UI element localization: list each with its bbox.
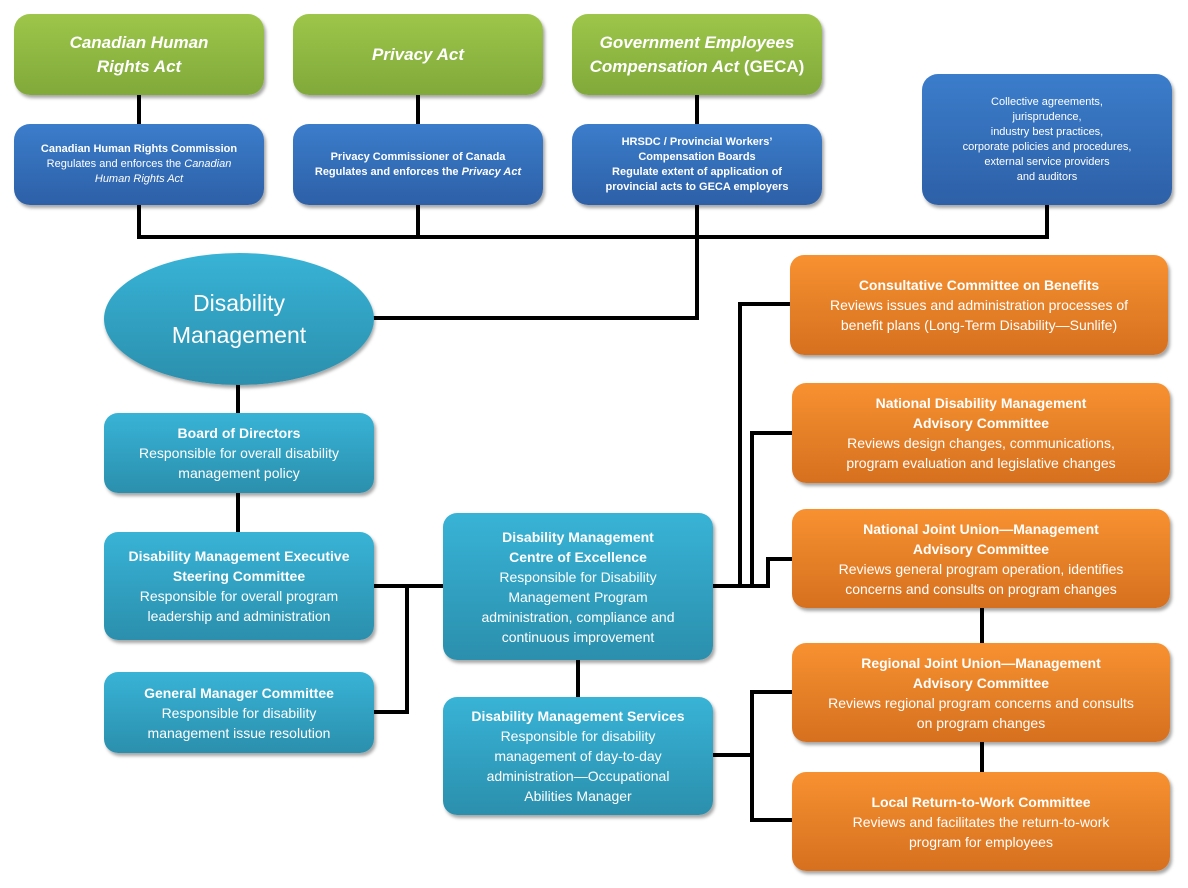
regulator-name: Canadian Human Rights Commission [40,143,238,155]
box-title: Advisory Committee [912,415,1050,431]
box-desc: benefit plans (Long-Term Disability—Sunl… [840,317,1118,333]
box-desc: leadership and administration [147,608,331,624]
box-desc: Responsible for overall program [139,588,339,604]
box-title: General Manager Committee [144,684,334,701]
committee-box-local-rtw: Local Return-to-Work Committee Reviews a… [792,772,1170,871]
regulator-box-chrc: Canadian Human Rights Commission Regulat… [14,124,264,205]
source-line: industry best practices, [990,125,1104,138]
connector-coe-njumac [750,557,794,588]
box-desc: administration, compliance and [481,608,675,625]
law-box-geca: Government Employees Compensation Act (G… [572,14,822,95]
law-title: Canadian Human Rights Act [69,32,209,76]
law-title-acronym: (GECA) [743,56,805,76]
box-title: Disability Management [502,528,654,545]
box-title: National Joint Union—Management [863,520,1099,537]
law-title-line: Government Employees [599,32,795,52]
box-desc: Responsible for Disability [499,568,657,585]
internal-box-board: Board of Directors Responsible for overa… [104,413,374,493]
regulator-desc-text: Regulates and enforces the [46,158,182,170]
box-desc: Reviews issues and administration proces… [829,297,1129,313]
regulator-box-pcc: Privacy Commissioner of Canada Regulates… [293,124,543,205]
regulator-desc-italic: Canadian [184,158,232,170]
box-desc: Responsible for disability [500,728,656,744]
box-title: Consultative Committee on Benefits [858,277,1100,293]
committee-box-benefits: Consultative Committee on Benefits Revie… [790,255,1168,355]
box-desc: Reviews regional program concerns and co… [828,694,1134,711]
box-desc: management issue resolution [147,724,331,741]
box-desc: Management Program [508,588,648,605]
regulator-desc-italic: Human Rights Act [94,173,184,185]
box-desc: program for employees [909,833,1053,850]
connector-regulator-bus [137,203,1049,239]
source-line: external service providers [984,155,1110,168]
box-title: Board of Directors [177,425,301,441]
box-desc: Reviews design changes, communications, [847,435,1115,451]
regulator-box-other-sources: Collective agreements, jurisprudence, in… [922,74,1172,205]
regulator-desc: Regulate extent of application of [612,165,782,178]
regulator-name: HRSDC / Provincial Workers’ [621,135,773,148]
box-title: Disability Management Executive [128,548,350,564]
regulator-desc: Regulates and enforces the Privacy Act [315,165,521,180]
box-desc: Responsible for disability [161,704,317,721]
box-desc: Reviews general program operation, ident… [838,560,1124,577]
law-box-privacy: Privacy Act [293,14,543,95]
source-line: Collective agreements, [991,95,1103,108]
connector-bus-to-center [372,203,699,320]
regulator-box-hrsdc: HRSDC / Provincial Workers’ Compensation… [572,124,822,205]
box-desc: management policy [178,465,300,481]
box-desc: management of day-to-day [494,748,662,764]
box-desc: continuous improvement [501,628,655,645]
box-desc: administration—Occupational [486,768,670,784]
law-box-chra: Canadian Human Rights Act [14,14,264,95]
regulator-desc-text: Regulates and enforces the [314,165,459,178]
committee-box-national-joint-union: National Joint Union—Management Advisory… [792,509,1170,608]
regulator-desc: provincial acts to GECA employers [605,180,789,193]
box-title: Steering Committee [172,568,306,584]
connector-gm-coe [372,584,409,714]
box-desc: Reviews and facilitates the return-to-wo… [852,813,1110,830]
internal-box-dm-services: Disability Management Services Responsib… [443,697,713,815]
source-line: jurisprudence, [1012,110,1082,123]
regulator-desc: Regulates and enforces the Canadian [47,157,232,172]
law-title: Government Employees Compensation Act (G… [590,31,805,79]
regulator-desc-italic: Privacy Act [461,165,522,178]
source-line: corporate policies and procedures, [962,140,1132,153]
hub-title-line: Management [171,322,307,348]
source-line: and auditors [1016,170,1078,183]
regulator-name: Privacy Commissioner of Canada [330,150,506,163]
box-title: Regional Joint Union—Management [861,654,1101,671]
internal-box-exec-steering: Disability Management Executive Steering… [104,532,374,640]
committee-box-national-dm-advisory: National Disability Management Advisory … [792,383,1170,483]
regulator-name: Compensation Boards [638,150,756,163]
box-desc: Responsible for overall disability [139,445,339,461]
box-desc: on program changes [916,714,1046,731]
connector-services-rjumac [711,690,794,757]
law-title-line: Compensation Act [589,56,740,76]
box-desc: Abilities Manager [524,788,632,804]
box-title: National Disability Management [875,395,1087,411]
box-desc: concerns and consults on program changes [845,580,1117,597]
box-title: Local Return-to-Work Committee [871,793,1091,810]
box-title: Advisory Committee [912,674,1050,691]
disability-management-hub: Disability Management [104,253,374,385]
box-title: Advisory Committee [912,540,1050,557]
connector-coe-ccb [711,302,792,588]
hub-title-line: Disability [192,290,286,316]
box-desc: program evaluation and legislative chang… [846,455,1116,471]
law-title: Privacy Act [372,44,464,64]
connector-coe-ndmac [738,431,794,588]
internal-box-gm-committee: General Manager Committee Responsible fo… [104,672,374,753]
committee-box-regional-joint-union: Regional Joint Union—Management Advisory… [792,643,1170,742]
box-title: Centre of Excellence [509,548,647,565]
connector-services-lrtw [750,753,794,822]
box-title: Disability Management Services [471,708,685,724]
internal-box-centre-of-excellence: Disability Management Centre of Excellen… [443,513,713,660]
